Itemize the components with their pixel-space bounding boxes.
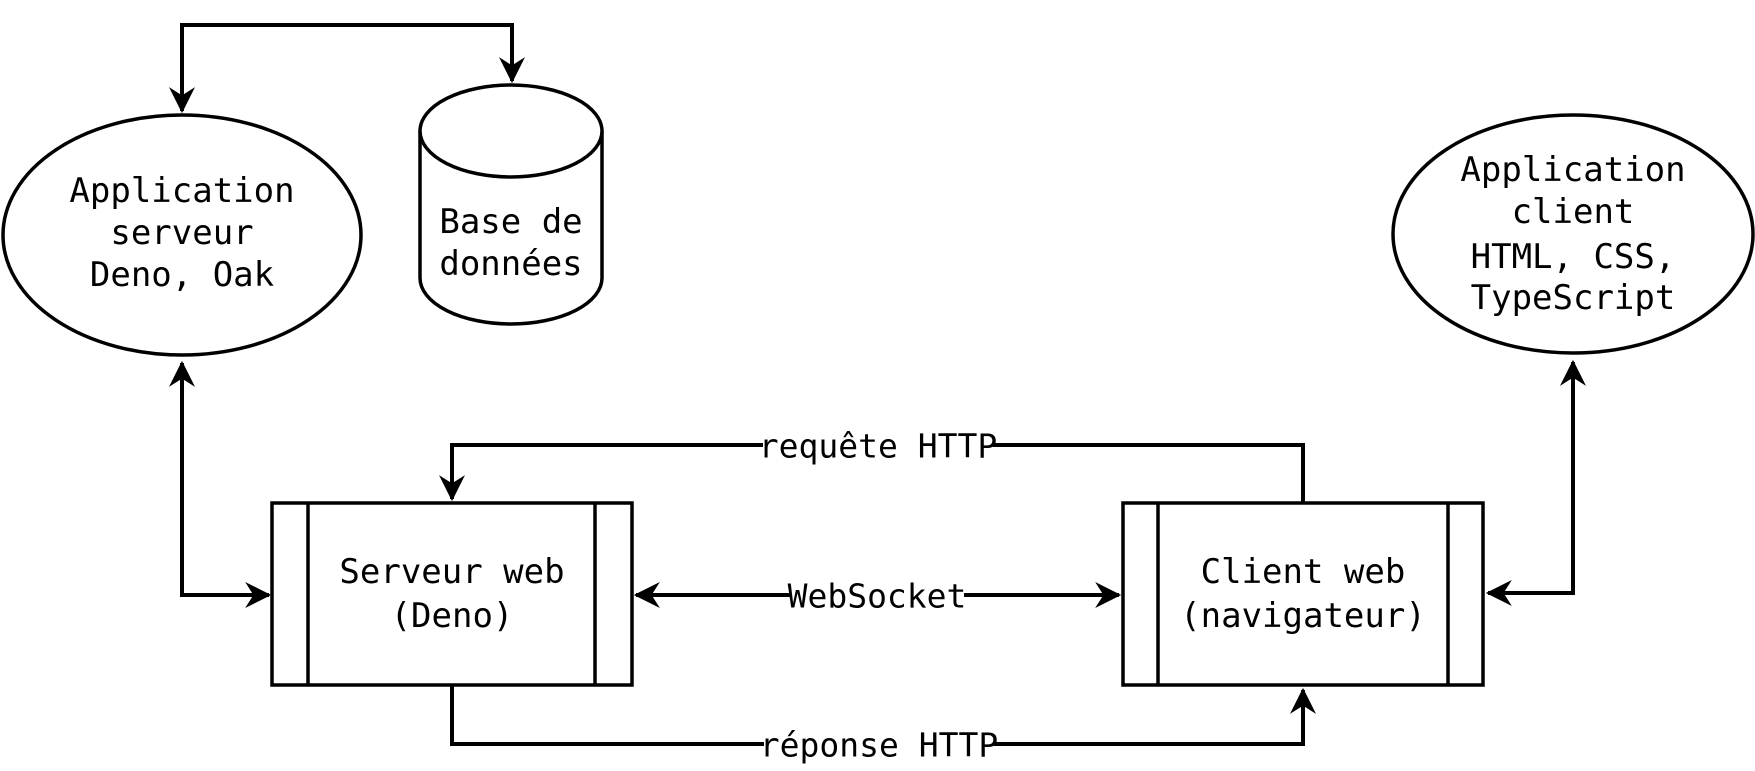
node-base-de-donnees-cylinder-top <box>418 83 604 179</box>
node-app-client-line1: Application <box>1460 150 1685 190</box>
node-app-serveur-line1: Application <box>69 171 294 211</box>
edge-label-bg-requete <box>763 426 993 466</box>
node-serveur-web-line2: (Deno) <box>391 596 514 636</box>
node-app-client-line4: TypeScript <box>1471 278 1676 318</box>
edge-label-bg-reponse <box>764 725 994 765</box>
node-app-serveur-ellipse <box>1 113 363 357</box>
edge-label-reponse-http: réponse HTTP <box>760 726 998 765</box>
edge-label-websocket: WebSocket <box>788 577 967 616</box>
node-app-client-ellipse <box>1391 113 1755 355</box>
node-client-web-line1: Client web <box>1201 552 1406 592</box>
node-client-web-rect <box>1121 501 1485 687</box>
node-serveur-web-line1: Serveur web <box>339 552 564 592</box>
edge-left-link-to-serveur-web <box>180 470 272 608</box>
node-base-de-donnees-line2: données <box>439 244 582 284</box>
node-base-de-donnees-cylinder-body <box>418 131 604 326</box>
node-app-serveur-line3: Deno, Oak <box>90 255 274 295</box>
edge-right-link-to-client-web <box>1485 470 1575 606</box>
edge-label-requete-http: requête HTTP <box>759 427 997 466</box>
edge-db-link-to-app-serveur <box>169 23 347 114</box>
node-base-de-donnees-line1: Base de <box>439 202 582 242</box>
node-app-serveur-line2: serveur <box>110 213 253 253</box>
node-serveur-web-rect <box>270 501 634 687</box>
node-app-client-line2: client <box>1512 192 1635 232</box>
edge-db-link-to-base-de-donnees <box>347 23 525 84</box>
node-client-web-line2: (navigateur) <box>1180 596 1426 636</box>
node-app-client-line3: HTML, CSS, <box>1471 237 1676 277</box>
edge-label-bg-websocket <box>790 576 964 616</box>
